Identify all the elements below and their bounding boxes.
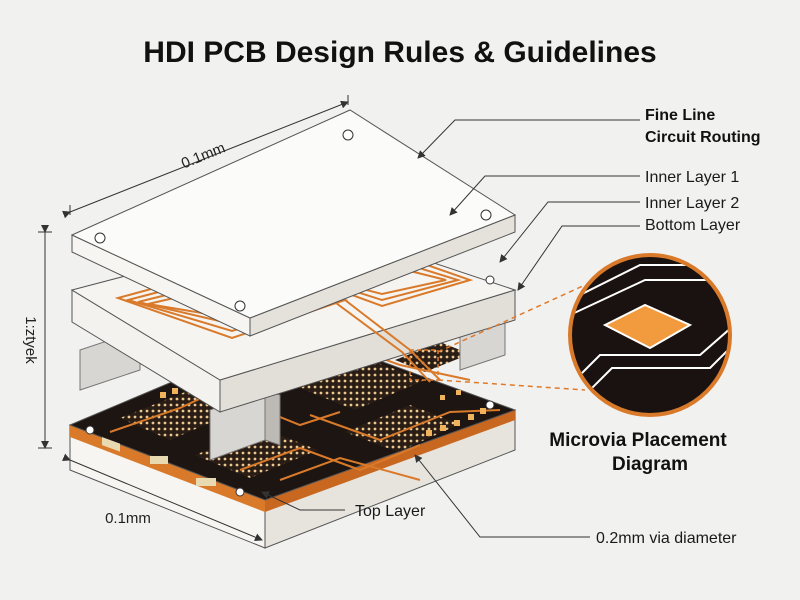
pad-grid [300, 360, 425, 410]
label-microvia-placement: Microvia Placement [549, 430, 727, 451]
label-microvia-diagram: Diagram [612, 454, 688, 475]
microvia-pad [602, 303, 693, 350]
label-inner-layer-1: Inner Layer 1 [645, 169, 739, 186]
label-inner-layer-2: Inner Layer 2 [645, 195, 739, 212]
label-via-diameter: 0.2mm via diameter [596, 530, 737, 547]
label-top-layer: Top Layer [355, 503, 426, 520]
dim-side-label: 1:ztyek [22, 316, 39, 364]
microvia-zoom [568, 253, 732, 417]
label-bottom-layer: Bottom Layer [645, 217, 741, 234]
bottom-board [68, 329, 517, 549]
page-title: HDI PCB Design Rules & Guidelines [143, 36, 656, 69]
pad-grid [345, 405, 460, 452]
dim-top-label: 0.1mm [179, 139, 228, 172]
dim-bottom-label: 0.1mm [105, 510, 151, 527]
label-circuit-routing: Circuit Routing [645, 129, 761, 146]
label-fine-line: Fine Line [645, 107, 715, 124]
